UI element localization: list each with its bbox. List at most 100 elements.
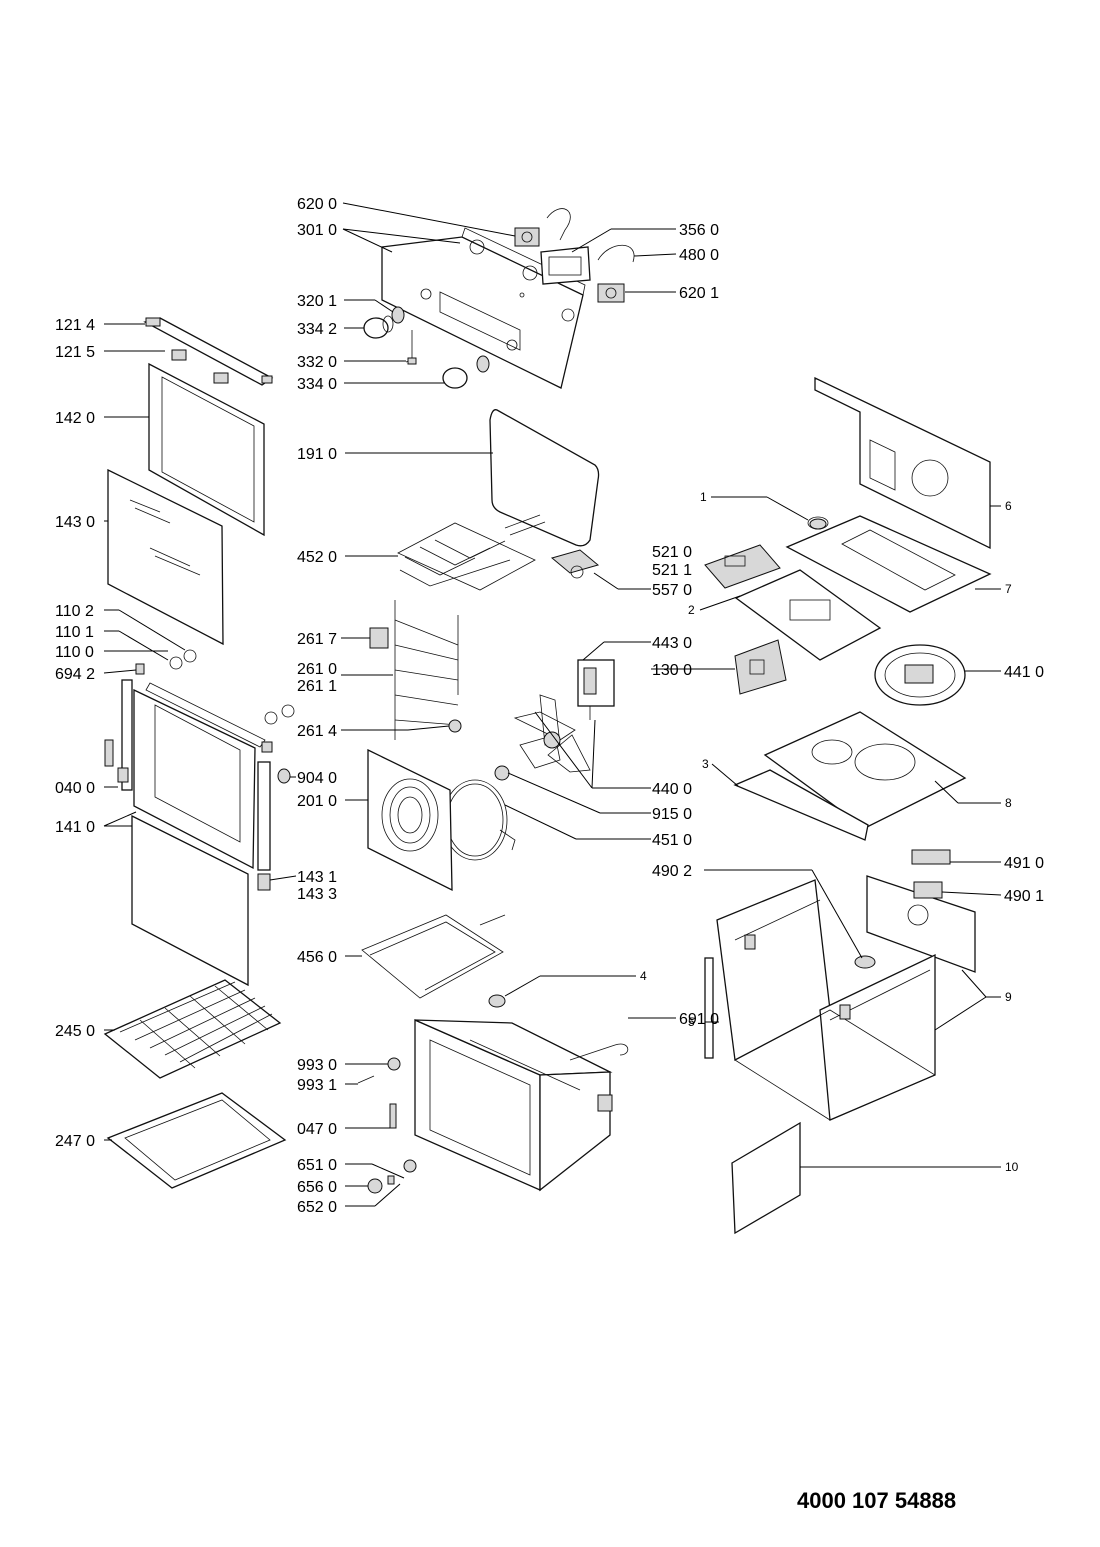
leader-lines — [103, 202, 1002, 1207]
label-110-1: 110 1 — [55, 624, 94, 641]
label-110-2: 110 2 — [55, 603, 94, 620]
label-694-2: 694 2 — [55, 666, 95, 683]
label-121-4: 121 4 — [55, 317, 95, 334]
door-lower-glass-drawing — [131, 814, 249, 987]
label-904-0: 904 0 — [297, 770, 337, 787]
label-121-5: 121 5 — [55, 344, 95, 361]
cooling-fan-drawing — [874, 644, 966, 706]
lamp-cover-parts-drawing — [357, 1057, 417, 1194]
wire-480-drawing — [597, 244, 635, 263]
label-320-1: 320 1 — [297, 293, 337, 310]
label-557-0: 557 0 — [652, 582, 692, 599]
label-993-0: 993 0 — [297, 1057, 337, 1074]
label-620-0: 620 0 — [297, 196, 337, 213]
label-334-0: 334 0 — [297, 376, 337, 393]
door-inner-frame-drawing — [148, 362, 265, 537]
label-993-1: 993 1 — [297, 1077, 337, 1094]
wire-shelf-drawing — [103, 979, 282, 1079]
middle-plate-drawing — [734, 569, 882, 661]
label-245-0: 245 0 — [55, 1023, 95, 1040]
part-labels: 620 0 301 0 356 0 480 0 620 1 320 1 334 … — [55, 196, 1044, 1216]
label-261-7: 261 7 — [297, 631, 337, 648]
label-521-1: 521 1 — [652, 562, 692, 579]
label-456-0: 456 0 — [297, 949, 337, 966]
document-number: 4000 107 54888 — [797, 1488, 957, 1513]
probe-socket-drawing — [569, 1043, 629, 1061]
glass-spacer-discs-drawing — [135, 649, 197, 675]
side-trim-strip-drawing — [704, 957, 714, 1059]
label-201-0: 201 0 — [297, 793, 337, 810]
label-047-0: 047 0 — [297, 1121, 337, 1138]
wire-drawing — [546, 208, 571, 241]
control-panel-drawing — [381, 227, 586, 389]
label-247-0: 247 0 — [55, 1133, 95, 1150]
label-620-1: 620 1 — [679, 285, 719, 302]
label-142-0: 142 0 — [55, 410, 95, 427]
knobs-drawing — [363, 306, 490, 389]
top-plate-drawing — [785, 515, 992, 613]
label-521-0: 521 0 — [652, 544, 692, 561]
lower-heating-element-drawing — [361, 914, 506, 999]
label-490-2: 490 2 — [652, 863, 692, 880]
label-110-0: 110 0 — [55, 644, 94, 661]
label-332-0: 332 0 — [297, 354, 337, 371]
label-9: 9 — [1005, 990, 1012, 1004]
door-glass-drawing — [107, 468, 224, 646]
label-1: 1 — [700, 490, 707, 504]
label-261-1: 261 1 — [297, 678, 337, 695]
label-691-0: 691 0 — [679, 1011, 719, 1028]
label-4: 4 — [640, 969, 647, 983]
fan-motor-drawing — [577, 659, 615, 720]
label-491-0: 491 0 — [1004, 855, 1044, 872]
label-656-0: 656 0 — [297, 1179, 337, 1196]
label-191-0: 191 0 — [297, 446, 337, 463]
label-141-0: 141 0 — [55, 819, 95, 836]
label-915-0: 915 0 — [652, 806, 692, 823]
label-651-0: 651 0 — [297, 1157, 337, 1174]
label-652-0: 652 0 — [297, 1199, 337, 1216]
oven-cavity-drawing — [414, 1019, 613, 1192]
insulation-panel-drawing — [731, 1121, 801, 1235]
label-7: 7 — [1005, 582, 1012, 596]
label-490-1: 490 1 — [1004, 888, 1044, 905]
programmer-module-drawing — [540, 246, 591, 285]
fan-cover-plate-drawing — [367, 748, 453, 892]
label-261-0: 261 0 — [297, 661, 337, 678]
label-451-0: 451 0 — [652, 832, 692, 849]
label-3: 3 — [702, 757, 709, 771]
label-440-0: 440 0 — [652, 781, 692, 798]
label-8: 8 — [1005, 796, 1012, 810]
label-441-0: 441 0 — [1004, 664, 1044, 681]
lamp-drawing — [488, 994, 506, 1008]
baking-tray-drawing — [106, 1092, 287, 1189]
label-334-2: 334 2 — [297, 321, 337, 338]
seal-ring-drawing — [809, 518, 827, 530]
bottom-plate-drawing — [733, 711, 967, 841]
fan-blade-drawing — [513, 694, 591, 773]
selector-switch-drawing — [514, 227, 625, 303]
label-2: 2 — [688, 603, 695, 617]
outer-body-frame-drawing — [716, 879, 936, 1121]
cooling-fan-motor-drawing — [734, 639, 787, 695]
top-cover-drawing — [814, 376, 991, 550]
door-top-trim-drawing — [143, 317, 274, 386]
label-143-3: 143 3 — [297, 886, 337, 903]
label-5: 5 — [688, 1015, 695, 1029]
label-143-1: 143 1 — [297, 869, 337, 886]
label-6: 6 — [1005, 499, 1012, 513]
label-301-0: 301 0 — [297, 222, 337, 239]
label-480-0: 480 0 — [679, 247, 719, 264]
fan-nut-drawing — [494, 765, 510, 781]
thermostat-drawing — [550, 549, 600, 579]
circular-heating-element-drawing — [442, 779, 516, 861]
label-261-4: 261 4 — [297, 723, 337, 740]
label-130-0: 130 0 — [652, 662, 692, 679]
label-143-0: 143 0 — [55, 514, 95, 531]
rear-connection-panel-drawing — [866, 849, 976, 973]
label-040-0: 040 0 — [55, 780, 95, 797]
label-452-0: 452 0 — [297, 549, 337, 566]
grill-element-drawing — [397, 514, 546, 591]
door-gasket-drawing — [489, 409, 600, 547]
label-443-0: 443 0 — [652, 635, 692, 652]
